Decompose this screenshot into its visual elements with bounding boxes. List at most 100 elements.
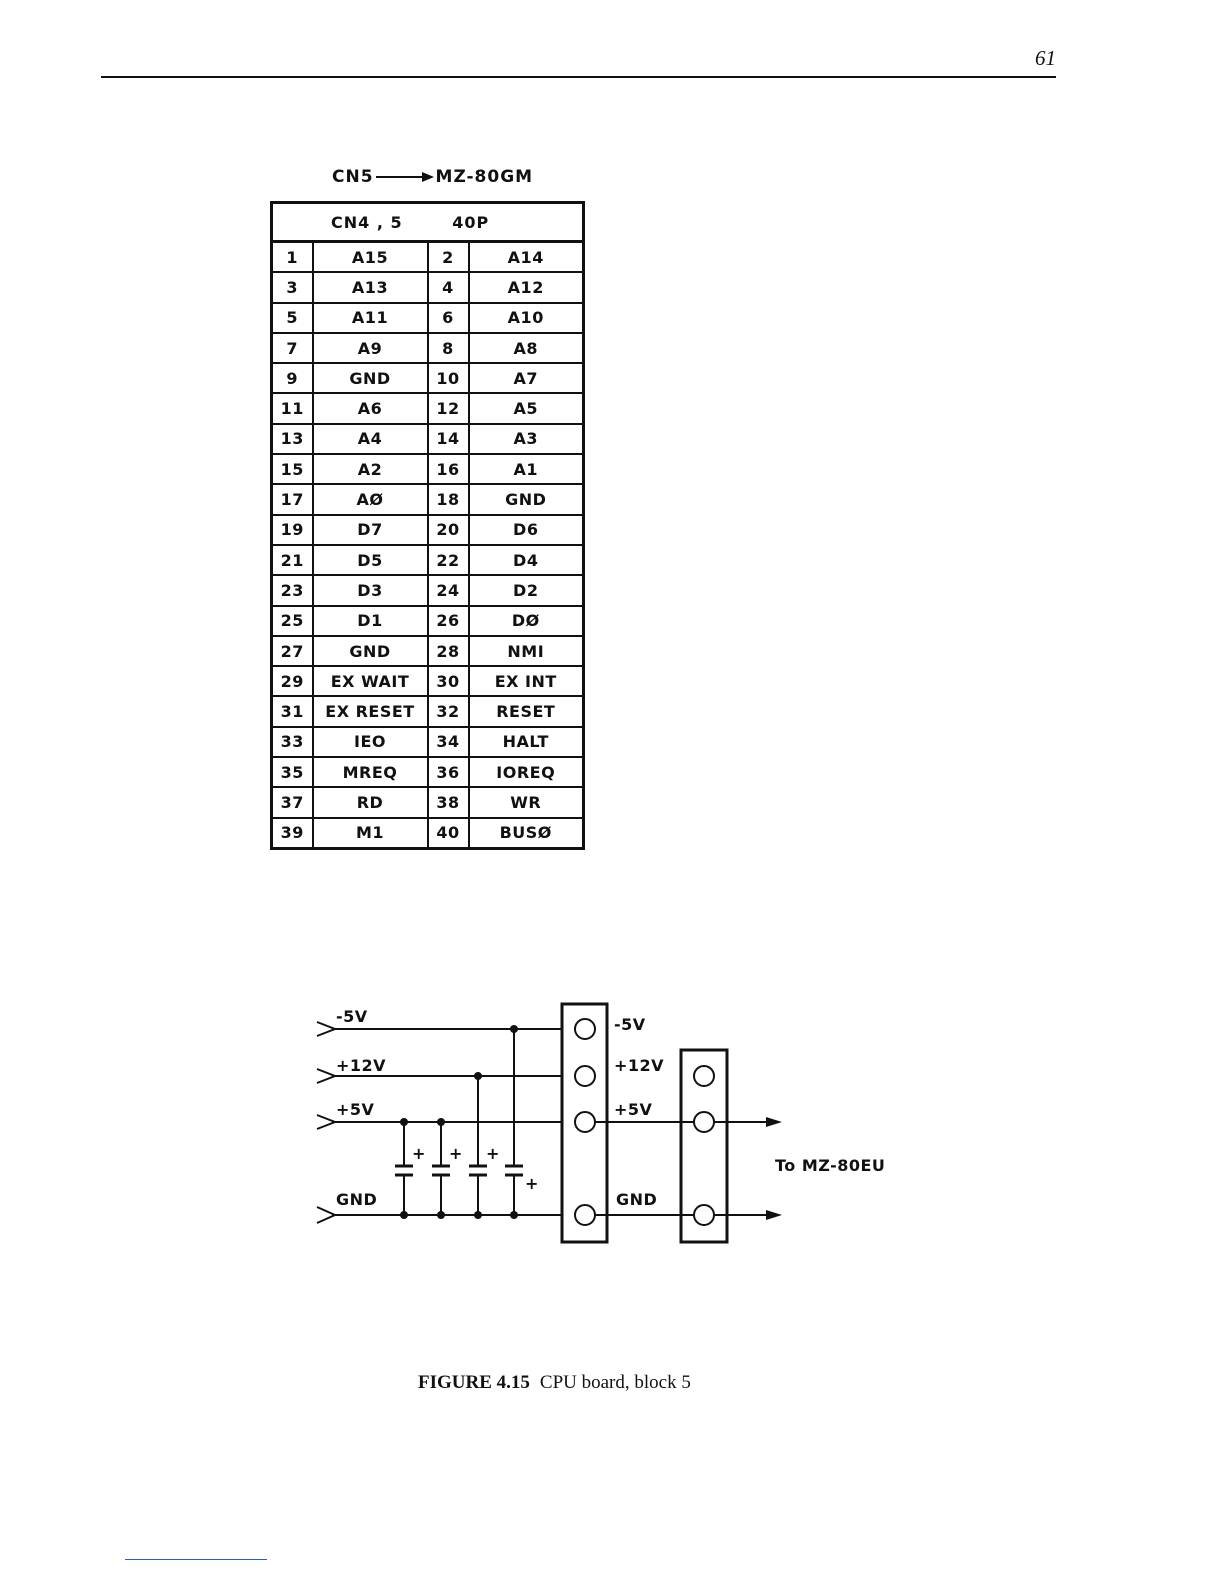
connector-heading: CN5 MZ-80GM [332,165,533,189]
pin-number-even: 24 [426,574,470,607]
pin-number-even: 26 [426,604,470,637]
pin-signal-even: D2 [467,574,585,607]
pin-signal-even: GND [467,483,585,516]
pin-signal-odd: IEO [311,725,429,759]
pin-number-odd: 25 [270,604,314,637]
pin-signal-odd: A11 [311,301,429,334]
connector-label-neg5v: -5V [614,1015,646,1034]
pin-number-even: 2 [426,240,470,274]
output-arrow-icon [766,1117,782,1127]
pin-number-odd: 1 [270,240,314,274]
cap-polarity-mark: + [486,1144,500,1163]
input-label-neg5v: -5V [336,1007,368,1026]
pin-number-odd: 13 [270,422,314,456]
header-rule [101,76,1056,78]
pin-number-odd: 3 [270,271,314,304]
figure-caption-text: CPU board, block 5 [539,1372,691,1393]
pin-number-even: 34 [426,725,470,759]
connector-label-gnd: GND [616,1190,657,1209]
input-label-gnd: GND [336,1190,377,1209]
pin-signal-odd: RD [311,786,429,819]
table-header-row: CN4 , 5 40P [270,201,585,243]
pin-signal-odd: A9 [311,331,429,365]
pin-signal-odd: D7 [311,513,429,546]
pin-signal-even: A12 [467,271,585,304]
pin-number-even: 22 [426,543,470,577]
pin-number-odd: 23 [270,574,314,607]
pin-number-even: 38 [426,786,470,819]
pin-signal-even: HALT [467,725,585,759]
cap-polarity-mark: + [525,1174,539,1193]
pin-number-odd: 15 [270,453,314,486]
pin-number-odd: 37 [270,786,314,819]
pin-signal-odd: GND [311,362,429,395]
pin-signal-odd: EX RESET [311,695,429,728]
table-header-pincount: 40P [452,212,490,232]
pin-signal-odd: D5 [311,543,429,577]
pin-number-odd: 17 [270,483,314,516]
pin-number-odd: 35 [270,756,314,789]
pin-number-even: 12 [426,392,470,425]
pin-number-even: 32 [426,695,470,728]
pin-number-odd: 9 [270,362,314,395]
pin-number-odd: 7 [270,331,314,365]
pin-signal-even: RESET [467,695,585,728]
pin-number-even: 30 [426,665,470,698]
pin-number-even: 4 [426,271,470,304]
pin-number-odd: 11 [270,392,314,425]
pin-number-odd: 21 [270,543,314,577]
pin-signal-even: BUSØ [467,816,585,850]
pin-number-even: 8 [426,331,470,365]
pin-number-even: 36 [426,756,470,789]
cap-polarity-mark: + [412,1144,426,1163]
pin-number-even: 6 [426,301,470,334]
pin-signal-odd: D1 [311,604,429,637]
pin-signal-odd: A6 [311,392,429,425]
destination-label: To MZ-80EU [775,1156,885,1175]
input-label-5v: +5V [336,1100,375,1119]
pin-signal-even: A8 [467,331,585,365]
pin-number-even: 28 [426,634,470,668]
pin-signal-odd: A2 [311,453,429,486]
pin-signal-odd: M1 [311,816,429,850]
pin-number-even: 40 [426,816,470,850]
connector-label-5v: +5V [614,1100,653,1119]
connector-to: MZ-80GM [435,167,534,187]
pin-number-odd: 29 [270,665,314,698]
pin-signal-even: A14 [467,240,585,274]
output-arrow-icon [766,1210,782,1220]
table-header-connectors: CN4 , 5 [331,212,403,232]
input-label-12v: +12V [336,1056,386,1075]
connector-from: CN5 [332,167,374,187]
cap-polarity-mark: + [449,1144,463,1163]
pin-signal-even: IOREQ [467,756,585,789]
pin-signal-even: DØ [467,604,585,637]
pin-signal-odd: A15 [311,240,429,274]
pin-number-even: 10 [426,362,470,395]
pin-signal-even: D4 [467,543,585,577]
pin-signal-odd: MREQ [311,756,429,789]
figure-label: FIGURE 4.15 [418,1372,530,1393]
pin-signal-odd: A13 [311,271,429,304]
pin-signal-odd: AØ [311,483,429,516]
pin-signal-even: NMI [467,634,585,668]
